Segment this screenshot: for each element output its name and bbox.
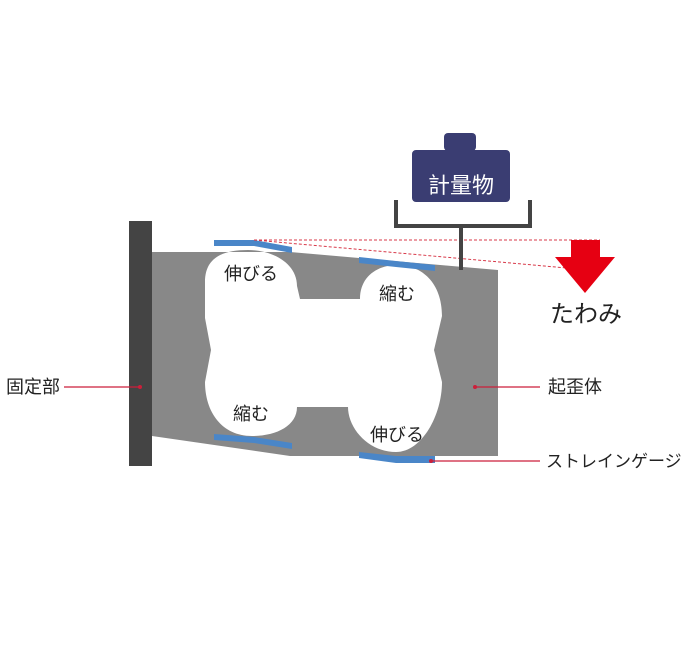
strain-gauge-top-left <box>214 240 292 253</box>
weighed-object: 計量物 <box>412 133 510 202</box>
strain-body <box>152 250 498 456</box>
weighing-stand <box>394 200 532 270</box>
strain-gauge-bottom-right <box>359 452 435 463</box>
strain-gauge-callout: ストレインゲージ <box>429 452 682 472</box>
strain-gauge-top-right <box>359 257 435 271</box>
hole-label-top-right: 縮む <box>379 284 415 305</box>
hole-label-top-left: 伸びる <box>224 264 278 285</box>
deflection-arrow <box>555 240 615 293</box>
dashed-line-deflected <box>253 239 601 272</box>
hole-label-bottom-right: 伸びる <box>370 425 424 446</box>
fixed-part <box>129 221 152 466</box>
fixed-part-label: 固定部 <box>6 377 60 398</box>
strain-body-callout: 起歪体 <box>473 377 602 398</box>
hole-label-bottom-left: 縮む <box>233 404 269 425</box>
strain-gauge-label: ストレインゲージ <box>546 452 682 472</box>
deflection-label: たわみ <box>550 300 622 328</box>
strain-gauge-bottom-left <box>214 434 292 449</box>
strain-gauges <box>214 240 435 463</box>
weighed-object-label: 計量物 <box>428 174 494 199</box>
strain-body-label: 起歪体 <box>548 377 602 398</box>
fixed-part-callout: 固定部 <box>6 377 142 398</box>
